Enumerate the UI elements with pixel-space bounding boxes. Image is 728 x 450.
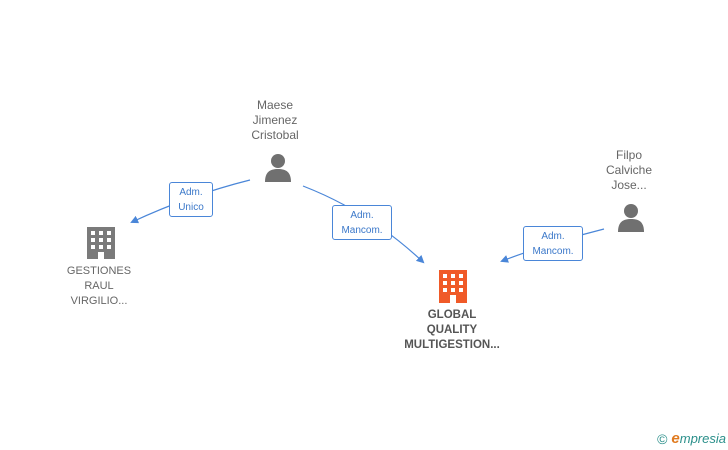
edge-label-line: Adm. — [350, 210, 374, 221]
building-icon[interactable] — [439, 270, 467, 303]
edge-label-line: Adm. — [179, 187, 203, 198]
label-line: Jose... — [611, 178, 647, 192]
label-line: GLOBAL — [427, 309, 477, 321]
person-icon[interactable] — [618, 204, 644, 232]
label-line: QUALITY — [426, 324, 478, 336]
edge-label-adm-unico: Adm. Unico — [169, 182, 213, 217]
node-gestiones-label[interactable]: GESTIONES RAUL VIRGILIO... — [39, 264, 159, 309]
label-line: VIRGILIO... — [70, 295, 128, 307]
edge-label-adm-mancom: Adm. Mancom. — [523, 226, 583, 261]
edge-label-adm-mancom: Adm. Mancom. — [332, 205, 392, 240]
brand-initial: e — [671, 430, 680, 447]
person-icon[interactable] — [265, 154, 291, 182]
edge-label-line: Unico — [178, 202, 204, 213]
building-icon[interactable] — [87, 227, 115, 259]
label-line: MULTIGESTION... — [404, 339, 500, 351]
label-line: Cristobal — [251, 128, 299, 142]
node-maese-label[interactable]: Maese Jimenez Cristobal — [215, 98, 335, 143]
edge-label-line: Mancom. — [532, 246, 574, 257]
label-line: Jimenez — [252, 113, 298, 127]
node-global-label[interactable]: GLOBAL QUALITY MULTIGESTION... — [377, 308, 527, 353]
label-line: Filpo — [615, 148, 642, 162]
label-line: Calviche — [605, 163, 653, 177]
edge-label-line: Adm. — [541, 231, 565, 242]
label-line: RAUL — [84, 280, 114, 292]
label-line: Maese — [256, 98, 294, 112]
edge-label-line: Mancom. — [341, 225, 383, 236]
node-filpo-label[interactable]: Filpo Calviche Jose... — [569, 148, 689, 193]
label-line: GESTIONES — [66, 265, 132, 277]
brand-name: mpresia — [679, 431, 726, 446]
copyright-icon: © — [657, 430, 668, 447]
